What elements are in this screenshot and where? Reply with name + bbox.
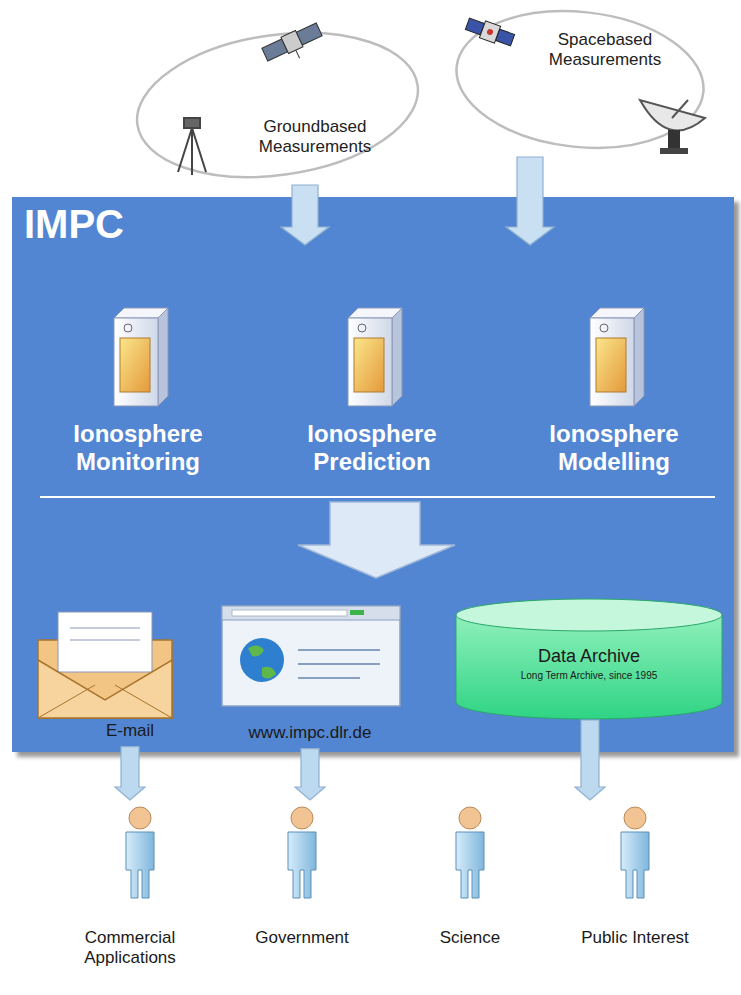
text-group: Public Interest [560, 928, 710, 948]
text-group: Government [227, 928, 377, 948]
text-group: E-mail [30, 721, 230, 741]
node-label: Commercial Applications [60, 928, 200, 967]
output-channel: www.impc.dlr.de [205, 603, 415, 749]
text-group: Groundbased Measurements [230, 117, 400, 156]
node-label: E-mail [106, 721, 154, 741]
text-group: Commercial Applications [54, 928, 206, 967]
process-box: Ionosphere Monitoring [27, 300, 249, 481]
flow-arrow [575, 720, 605, 800]
ellipse-outline [130, 25, 425, 185]
text-group: www.impc.dlr.de [205, 723, 415, 743]
system-panel: IMPC Ionosphere Monitoring Ionosphere Pred… [12, 197, 734, 752]
ellipse-outline [450, 2, 710, 157]
server-icon [114, 308, 644, 406]
node-label: Spacebased Measurements [523, 30, 688, 69]
browser-icon [222, 606, 400, 706]
text-group: IMPC [24, 201, 324, 247]
node-label: Ionosphere Prediction [267, 420, 477, 475]
flow-arrow [115, 747, 145, 800]
node-sublabel: Long Term Archive, since 1995 [521, 670, 658, 682]
measurement-group: Groundbased Measurements [130, 25, 425, 185]
tripod-icon [178, 118, 206, 175]
text-group: Ionosphere Monitoring [27, 420, 249, 475]
node-label: Groundbased Measurements [233, 117, 398, 156]
node-label: Science [440, 928, 500, 948]
user-group: Commercial Applications [54, 800, 206, 973]
node-label: Public Interest [581, 928, 689, 948]
text-group: Spacebased Measurements [520, 30, 690, 69]
user-group: Government [227, 800, 377, 970]
flow-arrow [506, 157, 554, 245]
node-label: Ionosphere Monitoring [33, 420, 243, 475]
text-group: Ionosphere Prediction [261, 420, 483, 475]
separator-line [40, 496, 715, 498]
output-channel: E-mail [30, 603, 230, 747]
text-group: Ionosphere Modelling [503, 420, 725, 475]
satellite-icon [464, 15, 515, 48]
user-group: Public Interest [560, 800, 710, 970]
envelope-icon [38, 612, 172, 718]
node-label: Government [255, 928, 349, 948]
node-label: Ionosphere Modelling [509, 420, 719, 475]
flow-arrow [281, 185, 329, 245]
database-cylinder: Data ArchiveLong Term Archive, since 199… [455, 598, 723, 720]
ellipse-outline [450, 2, 710, 157]
dish-antenna-icon [640, 100, 705, 154]
process-box: Ionosphere Prediction [261, 300, 483, 481]
satellite-icon [261, 21, 327, 71]
node-label: www.impc.dlr.de [249, 723, 372, 743]
user-group: Science [395, 800, 545, 970]
measurement-group: Spacebased Measurements [450, 2, 710, 157]
cylinder-top [456, 599, 722, 631]
text-group: Data ArchiveLong Term Archive, since 199… [455, 646, 723, 681]
process-box: Ionosphere Modelling [503, 300, 725, 481]
person-icon [126, 807, 649, 898]
flow-arrow [298, 502, 455, 578]
node-label: IMPC [24, 201, 124, 247]
node-label: Data Archive [538, 646, 640, 667]
flow-arrow [295, 749, 325, 800]
text-group: Science [395, 928, 545, 948]
ellipse-outline [130, 25, 425, 185]
